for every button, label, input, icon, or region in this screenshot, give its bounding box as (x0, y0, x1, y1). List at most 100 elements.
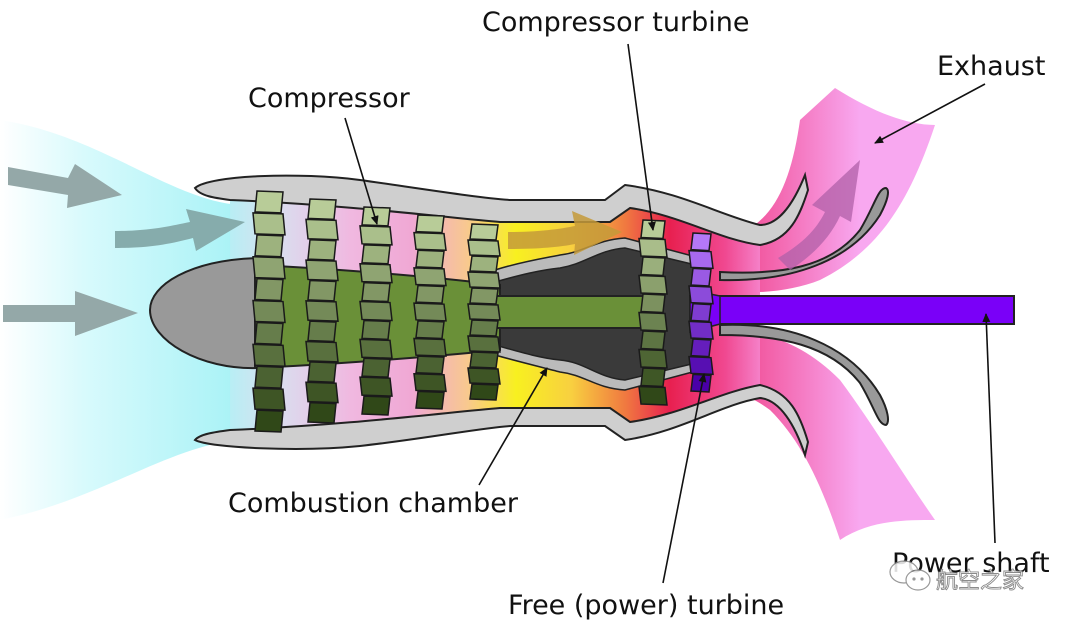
compressor-turbine-blade (638, 348, 668, 369)
label-exhaust: Exhaust (937, 51, 1045, 82)
compressor-blade (254, 409, 284, 433)
compressor-turbine (638, 219, 668, 406)
compressor-blade (254, 277, 284, 302)
free-power-turbine (688, 232, 714, 393)
compressor-blade (254, 190, 284, 214)
label-compressor-turbine: Compressor turbine (482, 7, 749, 38)
compressor-blade (361, 395, 391, 416)
compressor-blade (252, 255, 286, 280)
exhaust-duct-upper (719, 186, 889, 282)
intake-arrow-1 (8, 164, 122, 208)
compressor-blade (415, 320, 445, 340)
power-turbine-blade (688, 320, 714, 340)
compressor-blade (307, 279, 337, 302)
compressor-stages (252, 190, 501, 433)
compressor-blade (415, 214, 445, 234)
leader-compressor (344, 117, 379, 225)
exhaust-flow-arrow (778, 160, 860, 270)
compressor-blade (469, 351, 499, 369)
compressor-blade (415, 249, 445, 269)
compressor-blade (467, 303, 501, 321)
compressor-blade (467, 367, 501, 385)
leader-power-shaft (982, 313, 996, 544)
compressor-blade (254, 321, 284, 346)
compressor-blade (305, 300, 339, 322)
compressor-turbine-blade (640, 256, 666, 277)
leader-combustion (478, 367, 548, 486)
compressor-blade (361, 319, 391, 341)
compressor-blade (307, 401, 337, 424)
leader-exhaust (874, 83, 986, 144)
compressor-turbine-blade (638, 385, 668, 406)
compressor-blade (252, 299, 286, 324)
compressor-blade (415, 355, 445, 375)
power-shaft (689, 295, 1015, 325)
power-turbine-blade (688, 285, 714, 305)
intake-arrow-2 (115, 209, 245, 251)
compressor-blade (359, 225, 393, 246)
combustion-flow-arrow (508, 211, 622, 255)
power-turbine-blade (688, 355, 714, 376)
compressor-blade (252, 212, 286, 236)
label-combustion-chamber: Combustion chamber (228, 488, 519, 519)
power-turbine-blade (690, 232, 712, 252)
label-free-power-turbine: Free (power) turbine (508, 590, 784, 621)
compressor-turbine-blade (640, 367, 666, 388)
compressor-blade (469, 383, 499, 401)
leader-free-turbine (662, 373, 707, 584)
compressor-blade (305, 340, 339, 363)
casing-bottom (193, 383, 810, 459)
compressor-blade (359, 300, 393, 322)
compressor-turbine-blade (640, 330, 666, 351)
compressor-blade (469, 319, 499, 337)
compressor-blade (415, 390, 445, 410)
compressor-blade (359, 262, 393, 284)
compressor-blade (307, 198, 337, 221)
compressor-blade (361, 244, 391, 265)
power-turbine-blade (690, 302, 712, 323)
compressor-blade (413, 372, 447, 393)
compressor-turbine-blade (638, 237, 668, 258)
compressor-blade (467, 239, 501, 257)
compressor-blade (413, 267, 447, 287)
compressor-blade (415, 284, 445, 304)
compressor-blade (469, 223, 499, 241)
wechat-icon (889, 560, 931, 591)
intake-arrow-3 (3, 291, 138, 336)
compressor-blade (254, 234, 284, 258)
compressor-blade (467, 335, 501, 353)
watermark: 航空之家 (889, 560, 1024, 594)
nose-cone (148, 256, 259, 370)
power-turbine-blade (690, 338, 712, 358)
compressor-blade (361, 281, 391, 303)
compressor-blade (467, 271, 501, 289)
compressor-blade (361, 357, 391, 378)
compressor-blade (359, 376, 393, 397)
intake-airflow (0, 120, 240, 520)
compressor-blade (413, 337, 447, 357)
compressor-blade (305, 381, 339, 404)
compressor-blade (307, 238, 337, 261)
label-compressor: Compressor (248, 83, 411, 114)
compressor-blade (252, 343, 286, 368)
watermark-text: 航空之家 (936, 569, 1024, 594)
compressor-blade (413, 302, 447, 322)
compressor-blade (469, 255, 499, 273)
power-turbine-blade (688, 249, 714, 270)
compressor-blade (359, 338, 393, 360)
compressor-blade (254, 365, 284, 389)
compressor-blade (305, 218, 339, 241)
compressor-turbine-shaft (494, 295, 646, 329)
exhaust-plume-lower (720, 330, 935, 540)
compressor-turbine-blade (640, 293, 666, 314)
compressor-blade (307, 320, 337, 343)
compressor-blade (413, 231, 447, 252)
compressor-blade (469, 287, 499, 305)
compressor-blade (307, 361, 337, 384)
compressor-turbine-blade (638, 311, 668, 332)
power-turbine-blade (690, 267, 712, 287)
compressor-turbine-blade (638, 274, 668, 295)
leader-compressor-turbine (627, 43, 656, 231)
exhaust-duct-lower (719, 323, 889, 427)
